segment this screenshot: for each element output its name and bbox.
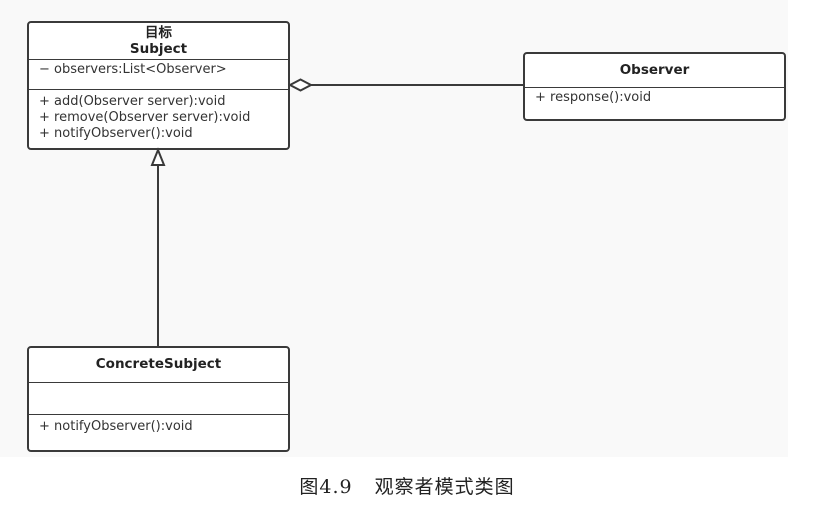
concrete-subject-operations-section: + notifyObserver():void [29, 415, 288, 435]
observer-operation: + response():void [535, 90, 652, 105]
subject-operation: + remove(Observer server):void [39, 110, 251, 125]
observer-class-box: Observer + response():void [523, 52, 786, 121]
subject-operations-section: + add(Observer server):void + remove(Obs… [29, 90, 288, 142]
observer-class-header: Observer [525, 54, 784, 88]
figure-caption: 图4.9 观察者模式类图 [0, 472, 814, 499]
subject-attributes-section: − observers:List<Observer> [29, 60, 288, 90]
subject-operation: + add(Observer server):void [39, 94, 226, 109]
subject-class-header: 目标 Subject [29, 23, 288, 60]
subject-stereotype-label: 目标 [145, 25, 172, 41]
figure-number: 图4.9 [299, 476, 353, 498]
observer-operations-section: + response():void [525, 88, 784, 106]
concrete-subject-class-header: ConcreteSubject [29, 348, 288, 383]
concrete-subject-attributes-section [29, 383, 288, 415]
subject-class-name: Subject [129, 41, 188, 57]
concrete-subject-class-box: ConcreteSubject + notifyObserver():void [27, 346, 290, 452]
subject-attribute: − observers:List<Observer> [39, 62, 227, 77]
subject-operation: + notifyObserver():void [39, 126, 193, 141]
concrete-subject-operation: + notifyObserver():void [39, 419, 193, 434]
subject-class-box: 目标 Subject − observers:List<Observer> + … [27, 21, 290, 150]
figure-title: 观察者模式类图 [374, 476, 515, 498]
observer-class-name: Observer [619, 62, 690, 78]
concrete-subject-class-name: ConcreteSubject [95, 356, 222, 372]
